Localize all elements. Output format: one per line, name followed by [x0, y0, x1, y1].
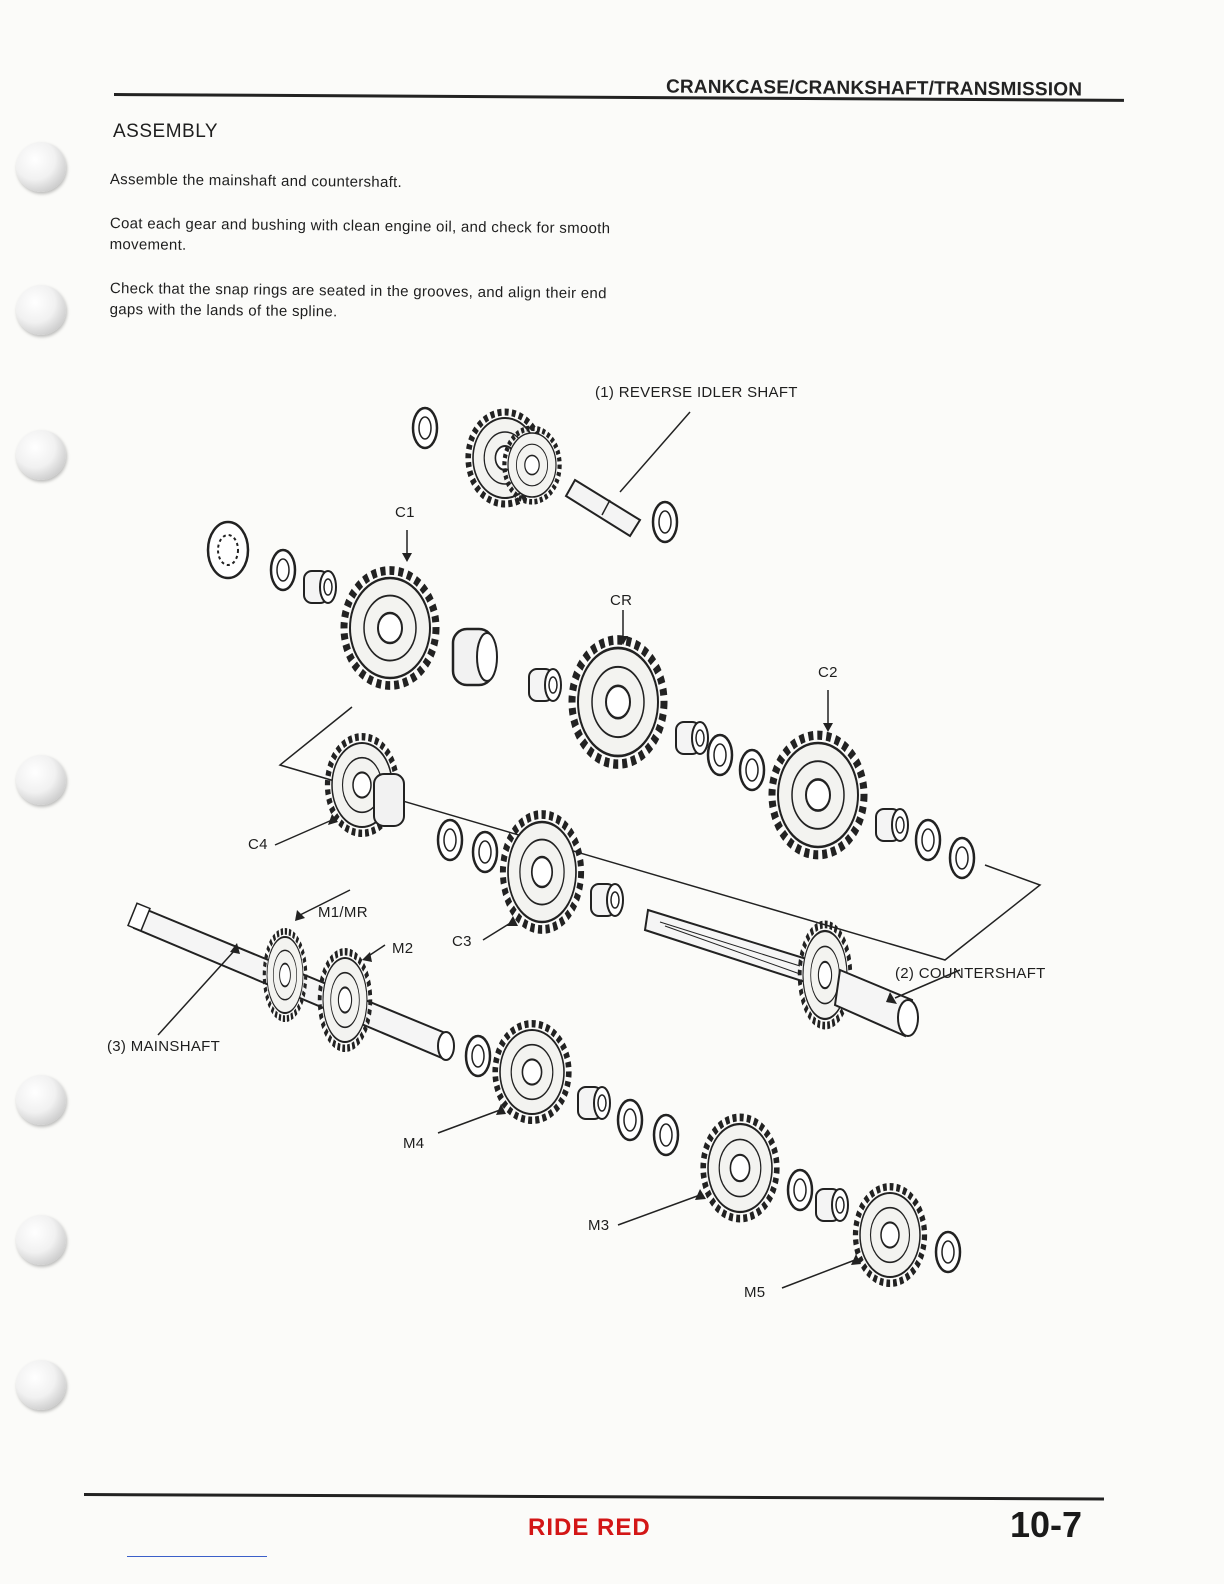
shift-dog: [451, 627, 498, 687]
snap-ring: [436, 818, 464, 862]
punch-hole: [16, 285, 66, 335]
snap-ring: [652, 1113, 680, 1157]
idler-washer: [651, 500, 679, 544]
countershaft-washer: [914, 818, 942, 862]
instruction-paragraph: Coat each gear and bushing with clean en…: [109, 214, 611, 254]
mainshaft: [127, 902, 455, 1061]
countershaft-bushing: [675, 721, 709, 755]
countershaft-bushing: [303, 570, 337, 604]
mainshaft-washer: [786, 1168, 814, 1212]
countershaft-bushing: [875, 808, 909, 842]
gear-cr: [572, 640, 664, 764]
snap-ring: [464, 1034, 492, 1078]
transmission-exploded-diagram: [127, 406, 1042, 1289]
mainshaft-washer: [934, 1230, 962, 1274]
label-countershaft: (2) COUNTERSHAFT: [895, 965, 1046, 982]
reverse-idler-shaft: [564, 478, 642, 538]
label-m5: M5: [744, 1284, 766, 1301]
reverse-idler-gear: [504, 428, 559, 502]
countershaft-bearing: [206, 520, 250, 580]
mainshaft-washer: [616, 1098, 644, 1142]
punch-hole: [16, 755, 66, 805]
countershaft: [643, 908, 919, 1038]
footer-rule: [83, 1493, 1104, 1501]
label-c2: C2: [818, 664, 838, 681]
idler-washer: [411, 406, 439, 450]
punch-hole: [16, 430, 66, 480]
punch-hole: [16, 142, 66, 192]
footer-brand: RIDE RED: [528, 1514, 651, 1541]
label-reverse-idler-shaft: (1) REVERSE IDLER SHAFT: [595, 384, 798, 401]
label-c1: C1: [395, 504, 415, 521]
instruction-paragraph: Assemble the mainshaft and countershaft.: [109, 170, 403, 192]
gear-c4-dog: [373, 773, 405, 827]
gear-m3: [703, 1117, 777, 1218]
link-underline: [127, 1556, 267, 1557]
label-m2: M2: [392, 940, 414, 957]
countershaft-bushing: [590, 883, 624, 917]
mainshaft-bushing: [815, 1188, 849, 1222]
page-number: 10-7: [1010, 1504, 1083, 1545]
label-c3: C3: [452, 933, 472, 950]
snap-ring: [948, 836, 976, 880]
gear-m5: [856, 1187, 925, 1284]
countershaft-washer: [471, 830, 499, 874]
gear-c1: [344, 571, 436, 686]
section-title: ASSEMBLY: [113, 121, 219, 142]
gear-m4: [495, 1024, 569, 1121]
punch-hole: [16, 1360, 66, 1410]
mainshaft-bushing: [577, 1086, 611, 1120]
gear-c3: [503, 815, 581, 930]
label-c4: C4: [248, 836, 268, 853]
label-m4: M4: [403, 1135, 425, 1152]
instruction-paragraph: Check that the snap rings are seated in …: [109, 279, 607, 321]
label-m1-mr: M1/MR: [318, 904, 368, 921]
label-cr: CR: [610, 592, 633, 609]
countershaft-washer: [269, 548, 297, 592]
gear-c2: [772, 735, 864, 855]
countershaft-washer: [738, 748, 766, 792]
countershaft-grouping-line: [278, 706, 1042, 961]
label-mainshaft: (3) MAINSHAFT: [107, 1038, 221, 1055]
spline-collar: [528, 668, 562, 702]
label-m3: M3: [588, 1217, 610, 1234]
punch-hole: [16, 1075, 66, 1125]
punch-hole: [16, 1215, 66, 1265]
countershaft-washer: [706, 733, 734, 777]
